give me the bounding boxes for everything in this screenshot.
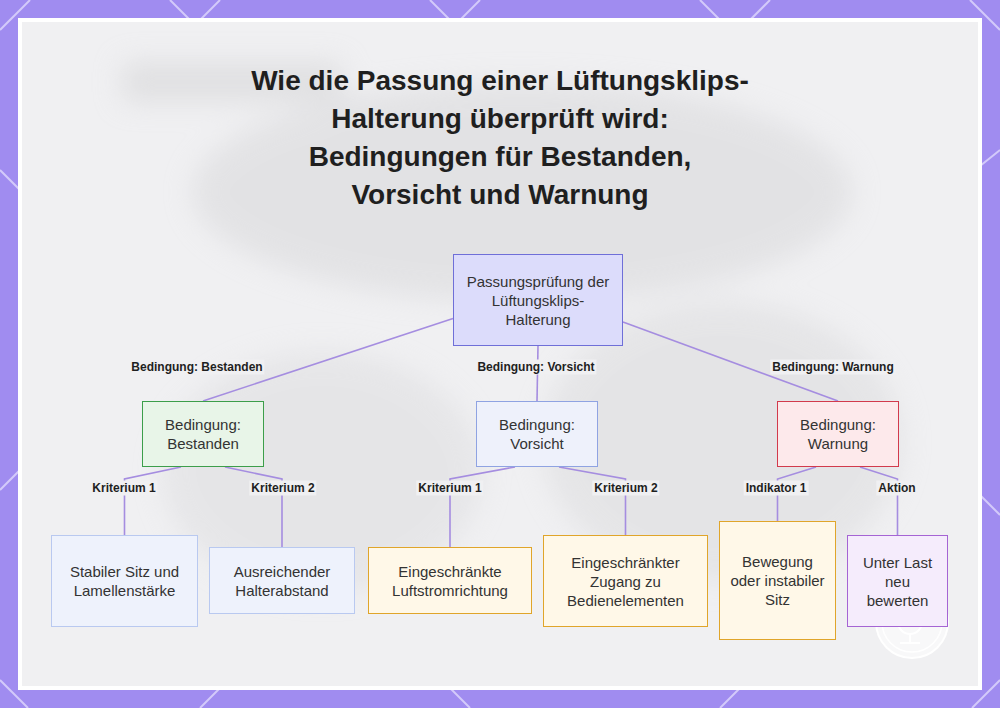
photo-shapes	[122, 62, 902, 592]
warning-condition-box: Bedingung: Warnung	[777, 401, 899, 467]
edge-label: Bedingung: Warnung	[770, 360, 896, 375]
node-text: Stabiler Sitz und Lamellenstärke	[60, 562, 189, 600]
edge-label: Indikator 1	[744, 481, 809, 496]
node-text: Eingeschränkte Luftstromrichtung	[377, 562, 523, 600]
node-text: Unter Last neu bewerten	[856, 553, 939, 610]
edge-label: Bedingung: Bestanden	[129, 360, 264, 375]
node-text: Bedingung: Bestanden	[151, 415, 255, 453]
node-text: Bewegung oder instabiler Sitz	[728, 552, 827, 609]
connector-line	[559, 467, 626, 535]
connector-line	[860, 467, 898, 535]
node-text: Bedingung: Warnung	[786, 415, 890, 453]
criterion-box: Ausreichender Halterabstand	[209, 547, 355, 614]
connector-line	[125, 467, 182, 535]
indicator-box: Bewegung oder instabiler Sitz	[719, 521, 836, 640]
edge-label: Bedingung: Vorsicht	[475, 360, 596, 375]
diagram-title: Wie die Passung einer Lüftungsklips-Halt…	[250, 62, 750, 214]
edge-label: Kriterium 2	[592, 481, 659, 496]
edge-label: Kriterium 2	[249, 481, 316, 496]
node-text: Eingeschränkter Zugang zu Bedienelemente…	[552, 553, 699, 610]
edge-label: Kriterium 1	[90, 481, 157, 496]
edge-label: Aktion	[876, 481, 917, 496]
criterion-box: Stabiler Sitz und Lamellenstärke	[51, 535, 198, 627]
criterion-box: Eingeschränkter Zugang zu Bedienelemente…	[543, 535, 708, 627]
edge-label: Kriterium 1	[416, 481, 483, 496]
action-box: Unter Last neu bewerten	[847, 535, 948, 627]
node-text: Passungsprüfung der Lüftungsklips-Halter…	[462, 272, 614, 329]
node-text: Bedingung: Vorsicht	[485, 415, 589, 453]
connector-line	[225, 467, 282, 547]
node-text: Ausreichender Halterabstand	[218, 562, 346, 600]
criterion-box: Eingeschränkte Luftstromrichtung	[368, 547, 532, 614]
root-box: Passungsprüfung der Lüftungsklips-Halter…	[453, 254, 623, 346]
caution-condition-box: Bedingung: Vorsicht	[476, 401, 598, 467]
connector-line	[450, 467, 515, 547]
pass-condition-box: Bedingung: Bestanden	[142, 401, 264, 467]
